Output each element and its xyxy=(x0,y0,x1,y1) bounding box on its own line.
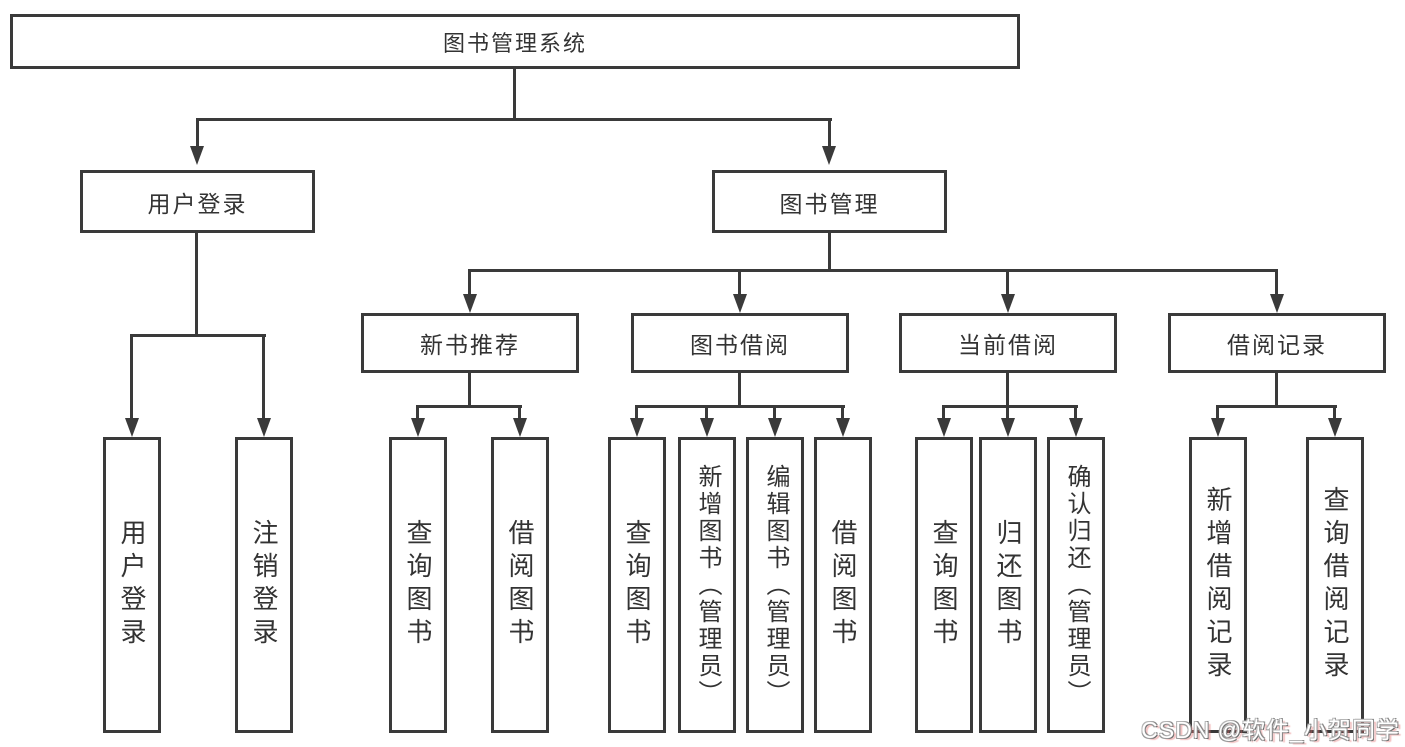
connector-line xyxy=(468,372,471,408)
leaf-bb-edit-books-admin: 编辑图书（管理员） xyxy=(746,437,804,733)
leaf-logout: 注销登录 xyxy=(235,437,293,733)
arrow-down-icon xyxy=(513,418,527,437)
leaf-bb-query-books-label: 查询图书 xyxy=(622,519,652,651)
leaf-bb-query-books: 查询图书 xyxy=(608,437,666,733)
arrow-down-icon xyxy=(733,294,747,313)
connector-line xyxy=(942,405,1078,408)
connector-line xyxy=(828,232,831,272)
leaf-cb-return-books: 归还图书 xyxy=(979,437,1037,733)
connector-line xyxy=(518,405,521,421)
connector-line xyxy=(1216,405,1219,421)
connector-line xyxy=(635,405,845,408)
node-user-login: 用户登录 xyxy=(80,170,315,233)
node-book-management: 图书管理 xyxy=(712,170,947,233)
leaf-logout-label: 注销登录 xyxy=(249,519,279,651)
leaf-cb-return-books-label: 归还图书 xyxy=(993,519,1023,651)
node-book-management-label: 图书管理 xyxy=(779,190,880,217)
node-borrow-records-label: 借阅记录 xyxy=(1227,332,1327,358)
connector-line xyxy=(196,118,832,121)
arrow-down-icon xyxy=(822,146,836,165)
connector-line xyxy=(738,372,741,408)
node-new-book-recommend-label: 新书推荐 xyxy=(420,332,520,358)
connector-line xyxy=(1333,405,1336,421)
leaf-br-add-record: 新增借阅记录 xyxy=(1189,437,1247,733)
connector-line xyxy=(468,269,1278,272)
connector-line xyxy=(705,405,708,421)
arrow-down-icon xyxy=(836,418,850,437)
connector-line xyxy=(1074,405,1077,421)
connector-line xyxy=(513,69,516,121)
arrow-down-icon xyxy=(190,146,204,165)
leaf-nb-query-books: 查询图书 xyxy=(389,437,447,733)
connector-line xyxy=(262,334,265,421)
arrow-down-icon xyxy=(463,294,477,313)
arrow-down-icon xyxy=(257,418,271,437)
connector-line xyxy=(738,269,741,297)
node-root-label: 图书管理系统 xyxy=(442,30,587,56)
leaf-cb-confirm-return-admin-label: 确认归还（管理员） xyxy=(1063,463,1090,707)
leaf-bb-edit-books-admin-label: 编辑图书（管理员） xyxy=(762,463,789,707)
node-user-login-label: 用户登录 xyxy=(147,190,248,217)
leaf-cb-query-books: 查询图书 xyxy=(915,437,973,733)
connector-line xyxy=(1275,269,1278,297)
arrow-down-icon xyxy=(1211,418,1225,437)
connector-line xyxy=(942,405,945,421)
arrow-down-icon xyxy=(937,418,951,437)
arrow-down-icon xyxy=(1270,294,1284,313)
node-book-borrow-label: 图书借阅 xyxy=(690,332,790,358)
leaf-bb-add-books-admin: 新增图书（管理员） xyxy=(678,437,736,733)
node-book-borrow: 图书借阅 xyxy=(631,313,849,373)
connector-line xyxy=(130,334,266,337)
connector-line xyxy=(195,232,198,337)
node-root: 图书管理系统 xyxy=(10,14,1020,69)
connector-line xyxy=(1006,405,1009,421)
leaf-user-login: 用户登录 xyxy=(103,437,161,733)
leaf-nb-query-books-label: 查询图书 xyxy=(403,519,433,651)
leaf-nb-borrow-books: 借阅图书 xyxy=(491,437,549,733)
leaf-br-query-record-label: 查询借阅记录 xyxy=(1320,486,1350,684)
leaf-cb-query-books-label: 查询图书 xyxy=(929,519,959,651)
arrow-down-icon xyxy=(700,418,714,437)
connector-line xyxy=(1006,372,1009,408)
leaf-user-login-label: 用户登录 xyxy=(117,519,147,651)
arrow-down-icon xyxy=(1069,418,1083,437)
arrow-down-icon xyxy=(768,418,782,437)
connector-line xyxy=(773,405,776,421)
leaf-bb-add-books-admin-label: 新增图书（管理员） xyxy=(694,463,721,707)
arrow-down-icon xyxy=(1001,418,1015,437)
arrow-down-icon xyxy=(411,418,425,437)
leaf-cb-confirm-return-admin: 确认归还（管理员） xyxy=(1047,437,1105,733)
connector-line xyxy=(130,334,133,421)
connector-line xyxy=(1006,269,1009,297)
leaf-bb-borrow-books-label: 借阅图书 xyxy=(828,519,858,651)
node-current-borrow: 当前借阅 xyxy=(899,313,1117,373)
leaf-bb-borrow-books: 借阅图书 xyxy=(814,437,872,733)
csdn-watermark: CSDN @软件_小贺同学 xyxy=(1141,717,1400,743)
connector-line xyxy=(468,269,471,297)
connector-line xyxy=(635,405,638,421)
connector-line xyxy=(1216,405,1337,408)
leaf-br-add-record-label: 新增借阅记录 xyxy=(1203,486,1233,684)
connector-line xyxy=(1275,372,1278,408)
connector-line xyxy=(841,405,844,421)
arrow-down-icon xyxy=(630,418,644,437)
node-new-book-recommend: 新书推荐 xyxy=(361,313,579,373)
connector-line xyxy=(828,118,831,148)
connector-line xyxy=(416,405,419,421)
arrow-down-icon xyxy=(1001,294,1015,313)
arrow-down-icon xyxy=(125,418,139,437)
node-current-borrow-label: 当前借阅 xyxy=(958,332,1058,358)
leaf-br-query-record: 查询借阅记录 xyxy=(1306,437,1364,733)
connector-line xyxy=(196,118,199,148)
arrow-down-icon xyxy=(1328,418,1342,437)
connector-line xyxy=(416,405,522,408)
leaf-nb-borrow-books-label: 借阅图书 xyxy=(505,519,535,651)
node-borrow-records: 借阅记录 xyxy=(1168,313,1386,373)
